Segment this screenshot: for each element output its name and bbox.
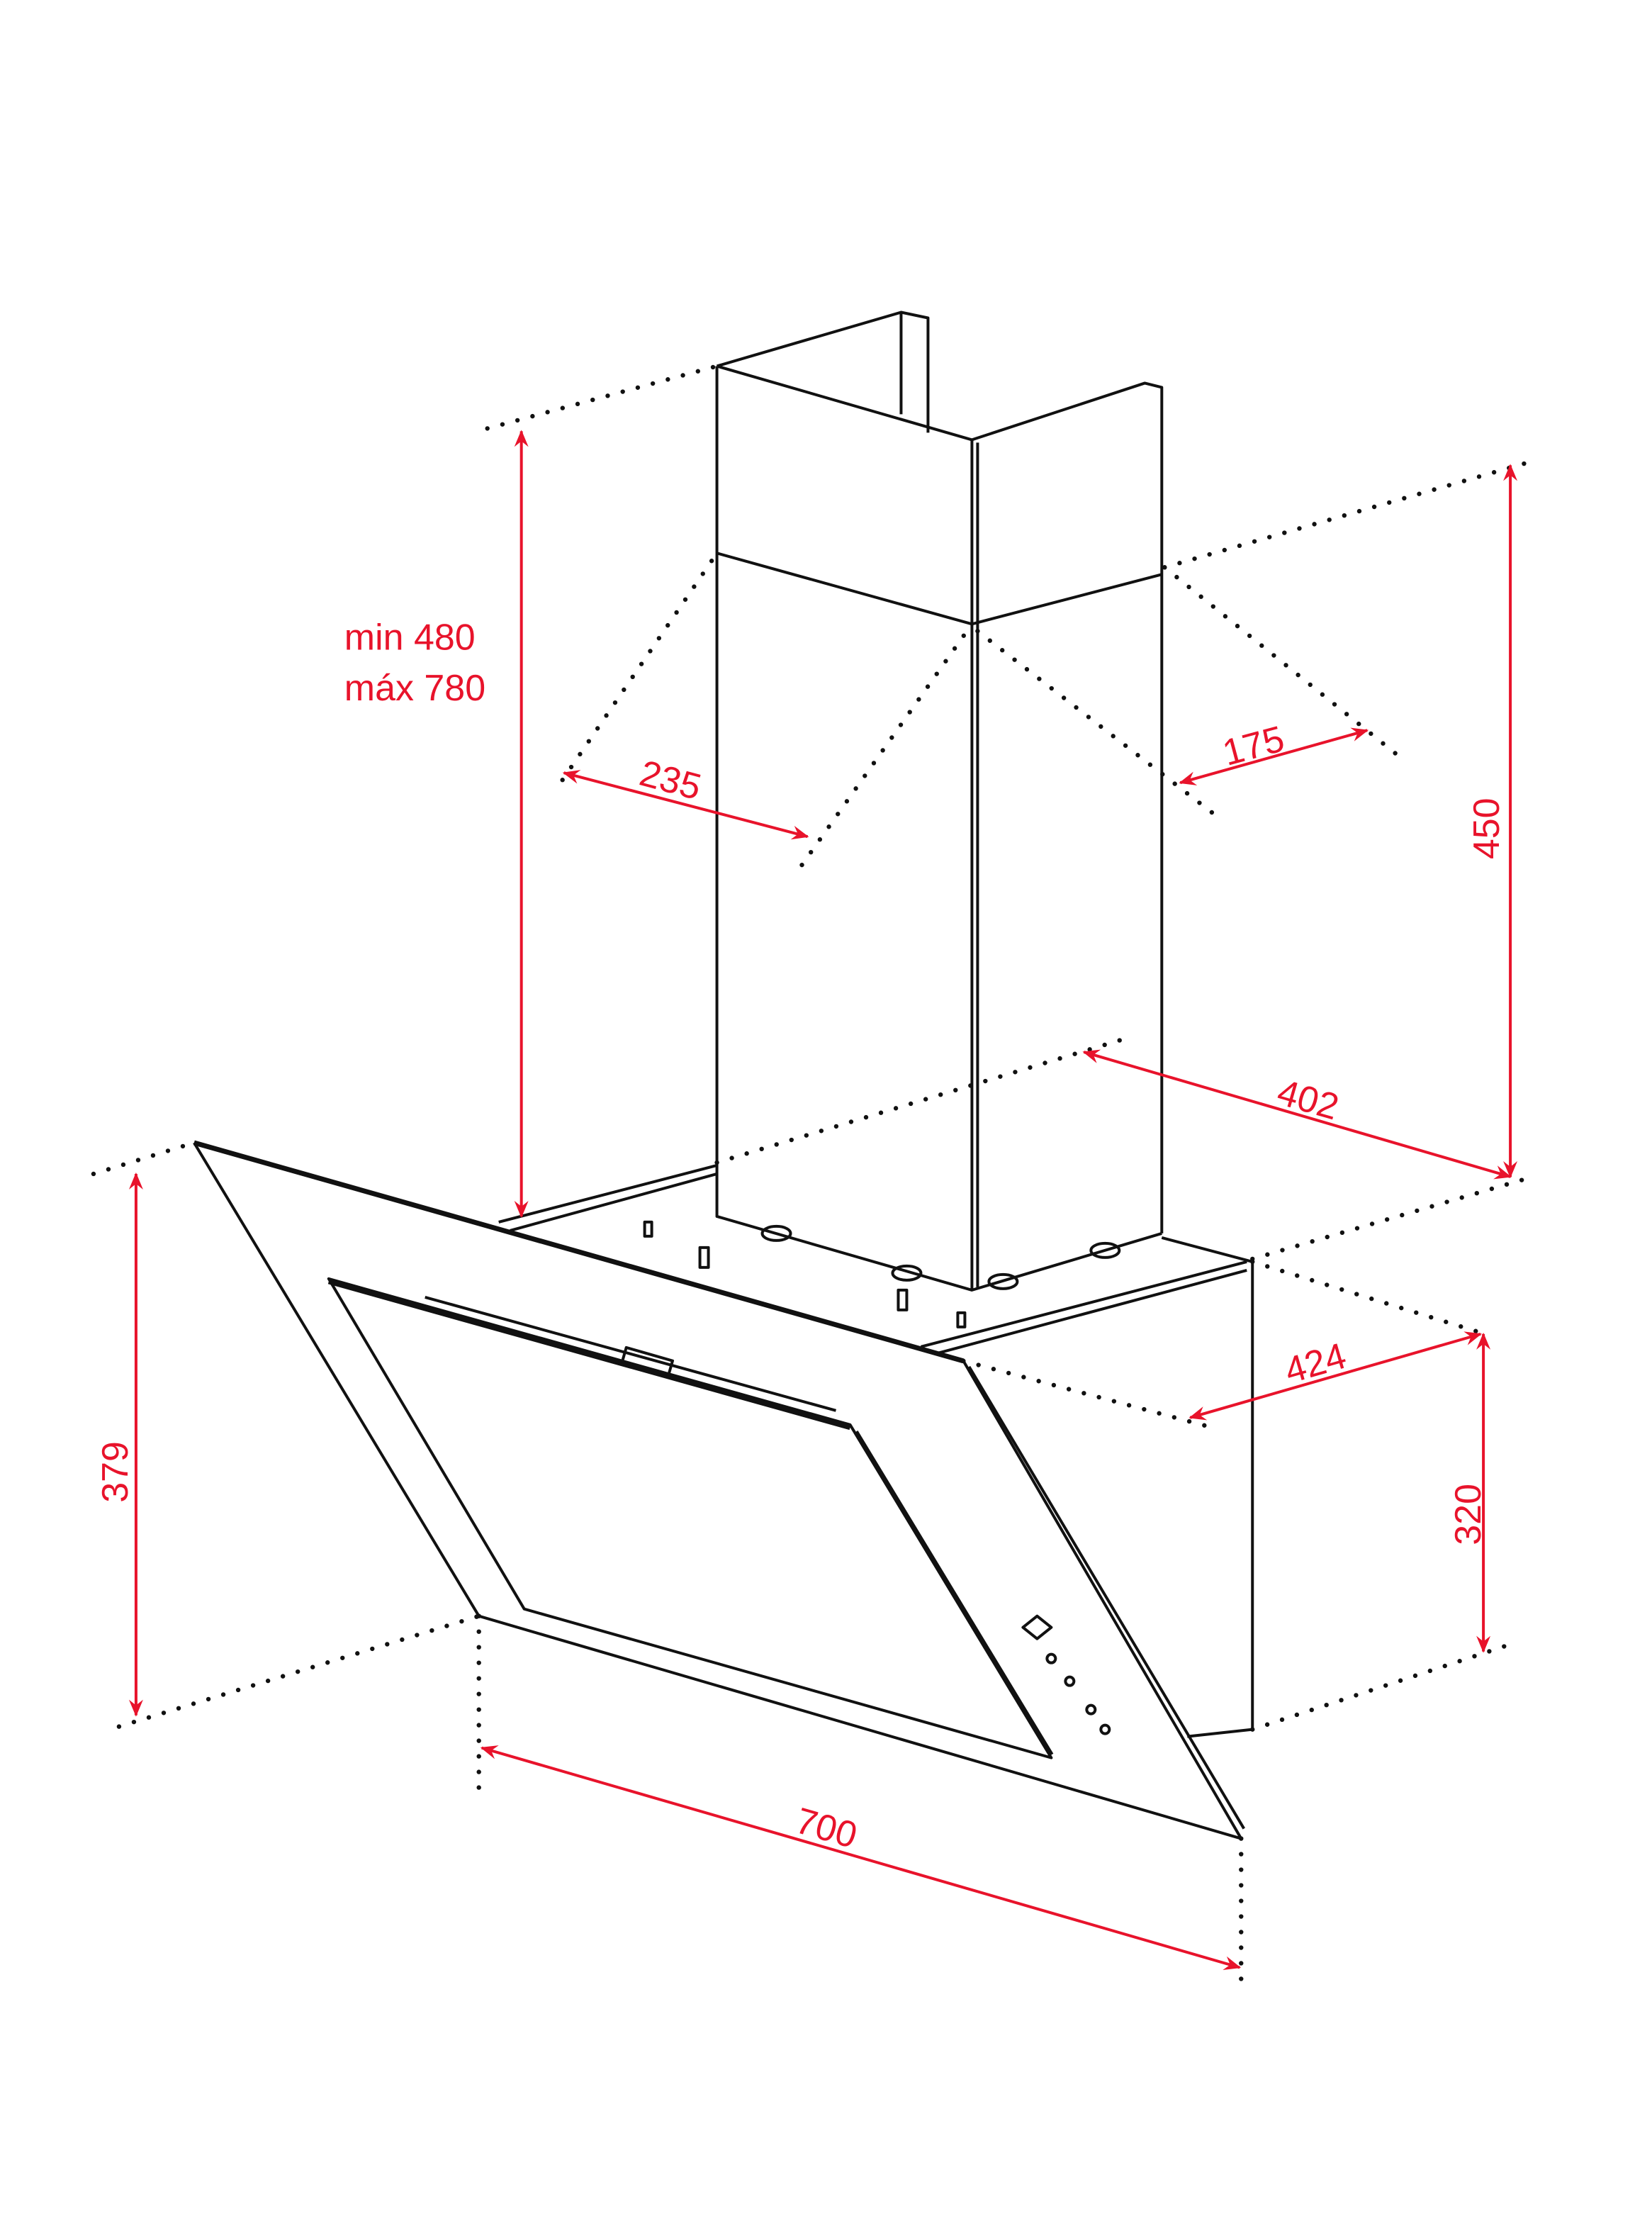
control-icon [1021, 1614, 1053, 1640]
arrow-700 [480, 1745, 1242, 1970]
label-450: 450 [1466, 798, 1507, 859]
hood-body [498, 1164, 1254, 1738]
label-235: 235 [636, 753, 706, 808]
dimension-arrows [128, 430, 1518, 1970]
label-424: 424 [1281, 1336, 1351, 1392]
dimension-labels: min 480 máx 780 235 175 450 402 424 320 … [95, 617, 1507, 1857]
label-402: 402 [1273, 1072, 1343, 1129]
extension-lines [91, 364, 1536, 1990]
arrow-424 [1189, 1331, 1483, 1421]
label-max-height: máx 780 [344, 668, 485, 709]
label-min-height: min 480 [344, 617, 476, 658]
label-175: 175 [1218, 718, 1288, 773]
arrow-235 [562, 770, 809, 840]
label-700: 700 [791, 1800, 861, 1857]
label-379: 379 [95, 1441, 136, 1503]
label-320: 320 [1448, 1484, 1489, 1545]
arrow-175 [1179, 727, 1369, 785]
arrow-402 [1082, 1049, 1512, 1180]
chimney [715, 310, 1164, 1292]
glass-panel [193, 1140, 1245, 1840]
